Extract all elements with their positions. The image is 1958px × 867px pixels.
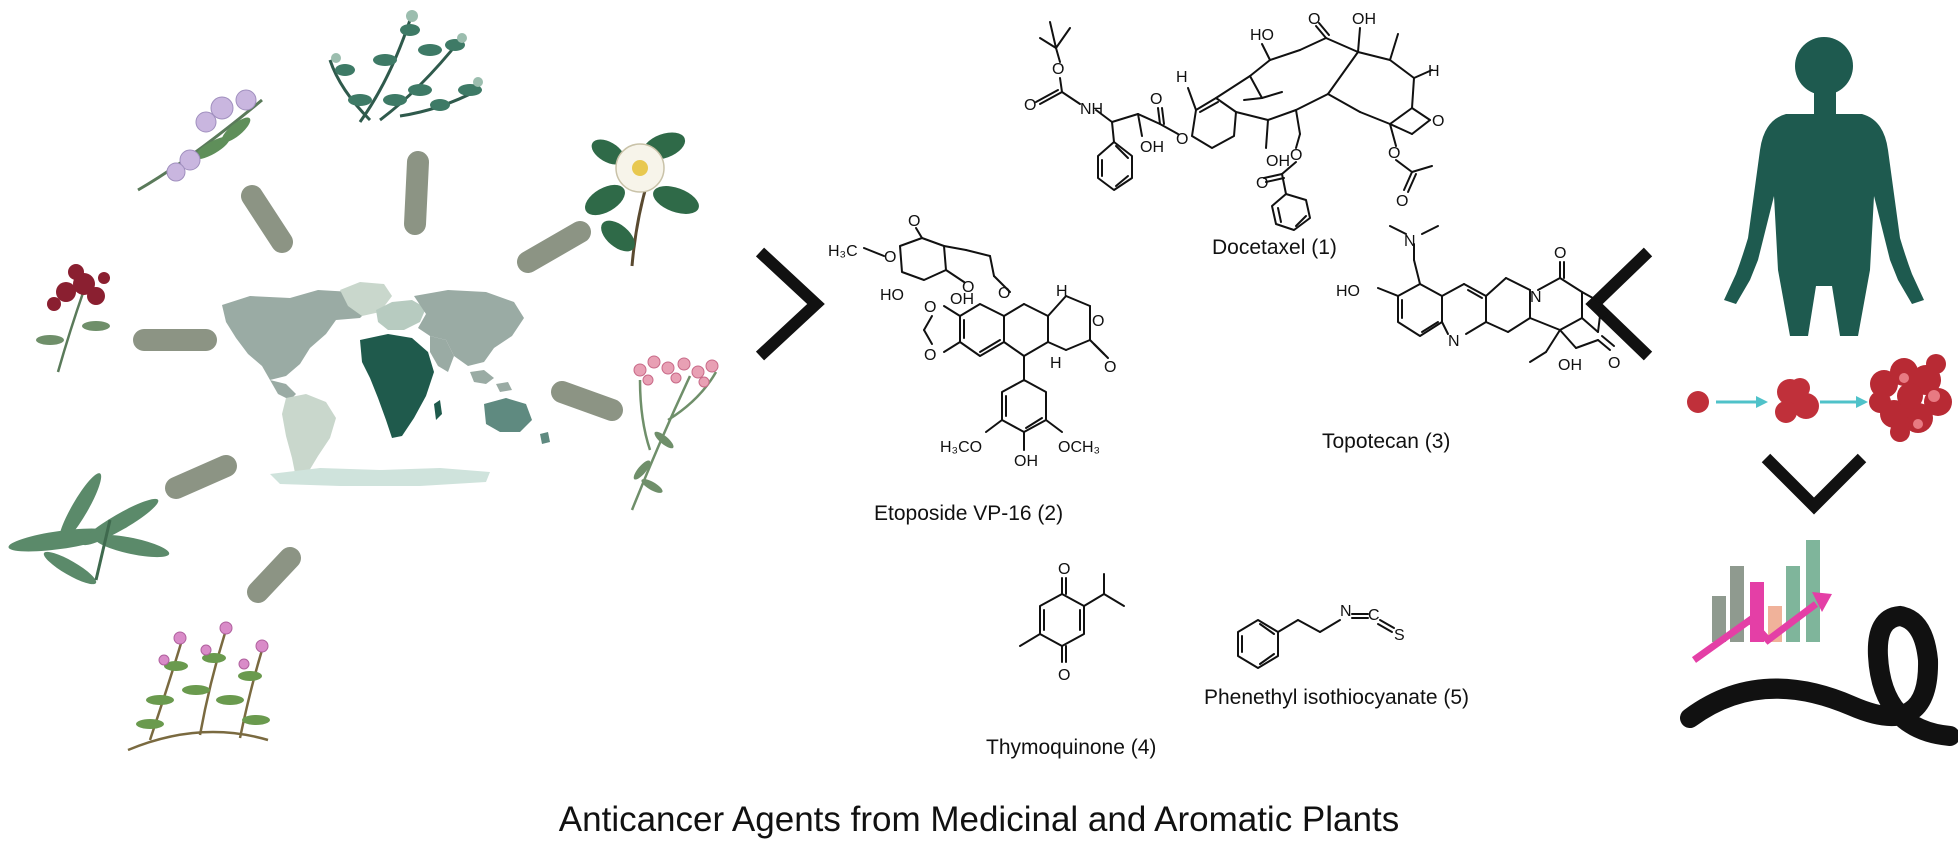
svg-text:O: O [1052,61,1064,78]
svg-text:OH: OH [1352,11,1376,28]
plant-icon [8,473,170,585]
plant-icon [585,132,699,267]
svg-text:OH: OH [950,291,974,308]
svg-text:O: O [1104,359,1116,376]
svg-text:N: N [1340,603,1352,620]
svg-text:HO: HO [1250,27,1274,44]
svg-text:O: O [998,285,1010,302]
svg-text:N: N [1448,333,1460,350]
svg-text:O: O [1308,11,1320,28]
right-chevron-icon [755,247,825,361]
svg-text:H: H [1050,355,1062,372]
svg-text:OCH₃: OCH₃ [1058,439,1100,456]
svg-text:O: O [1554,245,1566,262]
svg-text:OH: OH [1140,139,1164,156]
etoposide-label: Etoposide VP-16 (2) [874,502,1063,525]
topotecan-structure: N HO N N O O OH O [1336,225,1620,374]
svg-text:O: O [1058,667,1070,684]
svg-text:H: H [1056,283,1068,300]
svg-text:O: O [1150,91,1162,108]
svg-text:O: O [1596,305,1608,322]
svg-text:O: O [1092,313,1104,330]
awareness-ribbon-icon [1680,605,1958,746]
svg-text:N: N [1404,233,1416,250]
world-map-icon [222,282,550,486]
plant-icon [127,621,270,752]
thymoquinone-structure: O O [1019,561,1125,684]
svg-text:O: O [1608,355,1620,372]
phenethyl-structure: N C S [1237,603,1405,669]
svg-text:O: O [924,299,936,316]
plant-icon [630,355,719,511]
svg-text:O: O [1290,147,1302,164]
docetaxel-label: Docetaxel (1) [1212,236,1337,259]
svg-text:OH: OH [1014,453,1038,470]
svg-text:O: O [1176,131,1188,148]
thymoquinone-label: Thymoquinone (4) [986,736,1156,759]
svg-text:O: O [1396,193,1408,210]
svg-text:NH: NH [1080,101,1103,118]
diagram-caption: Anticancer Agents from Medicinal and Aro… [558,800,1400,839]
docetaxel-structure: O O NH OH O O H HO O OH H O OH O O O O [1024,11,1444,231]
svg-text:H: H [1176,69,1188,86]
map-spokes [133,151,623,603]
bar-chart-icon [1691,540,1832,663]
svg-text:O: O [1058,561,1070,578]
svg-text:O: O [1432,113,1444,130]
left-chevron-icon [1585,247,1653,361]
human-body-icon [1724,37,1924,336]
cancer-cell-icon [1687,354,1952,442]
svg-text:HO: HO [1336,283,1360,300]
svg-text:C: C [1368,607,1380,624]
plant-icon [36,264,110,373]
svg-text:O: O [962,279,974,296]
svg-text:H: H [1428,63,1440,80]
svg-text:OH: OH [1266,153,1290,170]
plant-icon [137,89,263,192]
svg-text:HO: HO [880,287,904,304]
svg-text:N: N [1530,289,1542,306]
svg-text:OH: OH [1558,357,1582,374]
svg-text:O: O [924,347,936,364]
phenethyl-label: Phenethyl isothiocyanate (5) [1204,686,1469,709]
svg-text:H₃C: H₃C [828,243,858,260]
svg-text:S: S [1394,627,1405,644]
svg-text:O: O [884,249,896,266]
svg-text:O: O [1388,145,1400,162]
svg-text:O: O [908,213,920,230]
plant-icon [328,10,483,123]
etoposide-structure: H₃C O O O HO OH O H O O O O H H₃CO OCH₃ … [828,213,1116,470]
svg-text:O: O [1024,97,1036,114]
svg-text:O: O [1256,175,1268,192]
down-chevron-icon [1761,453,1867,515]
svg-text:H₃CO: H₃CO [940,439,982,456]
topotecan-label: Topotecan (3) [1322,430,1450,453]
